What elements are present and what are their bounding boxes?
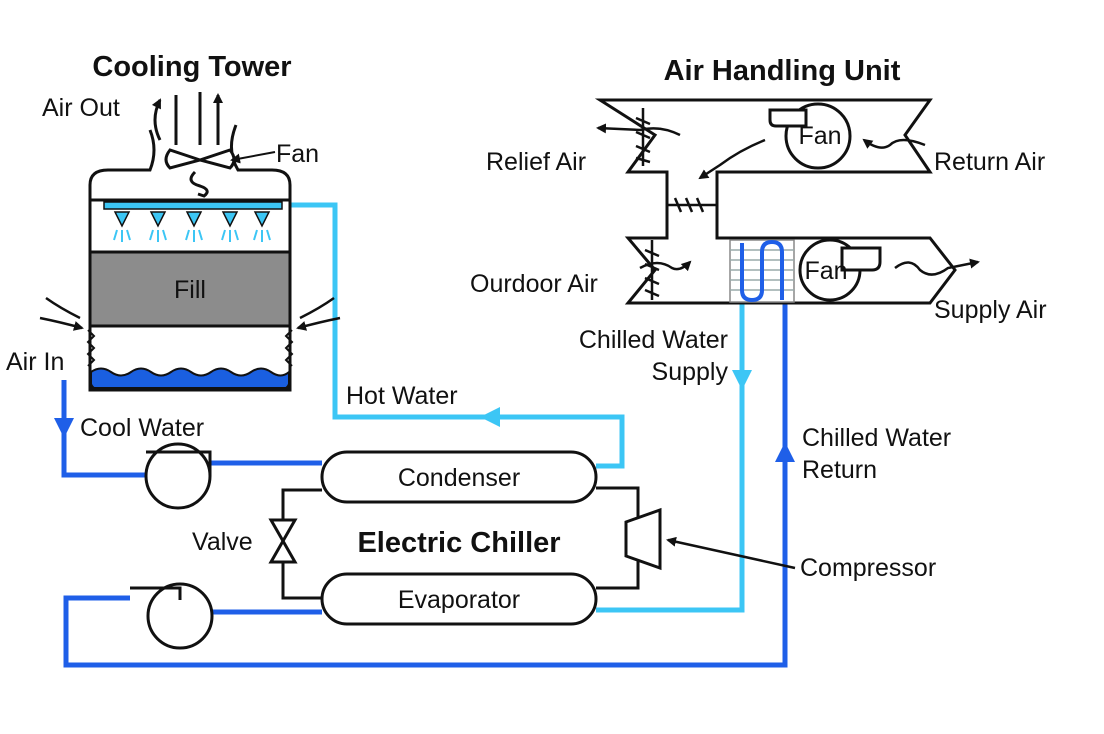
air-handling-unit: Fan Fan bbox=[594, 98, 980, 305]
mix-air-arrow bbox=[698, 138, 766, 180]
cool-water-arrow bbox=[54, 418, 74, 438]
top-fan-icon bbox=[768, 102, 852, 170]
tower-fan-label: Fan bbox=[276, 140, 319, 168]
bottom-fan-icon bbox=[798, 238, 882, 302]
bottom-fan-label: Fan bbox=[804, 257, 847, 285]
compressor-label: Compressor bbox=[800, 554, 936, 582]
chilled-supply-label-2: Supply bbox=[652, 358, 729, 386]
return-air-arrow bbox=[862, 138, 926, 149]
ahu-title: Air Handling Unit bbox=[664, 55, 901, 87]
condenser-pump-icon bbox=[144, 442, 212, 510]
louvers-left bbox=[86, 329, 96, 367]
spray-nozzles bbox=[113, 211, 271, 228]
relief-air-label: Relief Air bbox=[486, 148, 586, 176]
chilled-return-label-1: Chilled Water bbox=[802, 424, 951, 452]
condenser-shell bbox=[320, 450, 598, 504]
chilled-water-supply-arrow bbox=[732, 370, 752, 390]
compressor-icon bbox=[624, 507, 662, 571]
top-fan-label: Fan bbox=[798, 122, 841, 150]
evaporator-label: Evaporator bbox=[398, 586, 520, 614]
valve-label: Valve bbox=[192, 528, 253, 556]
spray-drops bbox=[113, 229, 271, 242]
outdoor-damper bbox=[644, 240, 660, 300]
return-air-label: Return Air bbox=[934, 148, 1045, 176]
condenser-label: Condenser bbox=[398, 464, 520, 492]
spray-header bbox=[103, 201, 283, 210]
basin-water bbox=[90, 367, 290, 389]
chiller-title: Electric Chiller bbox=[357, 527, 560, 559]
chilled-return-label-2: Return bbox=[802, 456, 877, 484]
fan-pointer bbox=[230, 151, 276, 164]
chilled-pump-icon bbox=[130, 582, 214, 650]
compressor-pointer bbox=[666, 536, 796, 570]
tower-fan-icon bbox=[164, 148, 236, 198]
relief-damper bbox=[635, 108, 651, 166]
chilled-coil bbox=[740, 239, 784, 303]
air-out-arrows bbox=[174, 92, 218, 145]
hot-water-pipe bbox=[278, 202, 625, 469]
air-in-arrows-right bbox=[298, 296, 341, 328]
valve-icon bbox=[268, 518, 298, 564]
cooling-tower: Fill bbox=[39, 92, 341, 392]
outdoor-air-arrow bbox=[639, 260, 692, 272]
fill-media bbox=[88, 250, 292, 328]
evaporator-shell bbox=[320, 572, 598, 626]
chilled-water-return-pipe bbox=[63, 243, 788, 668]
air-in-arrows-left bbox=[39, 296, 82, 328]
cool-water-label: Cool Water bbox=[80, 414, 204, 442]
hot-water-label: Hot Water bbox=[346, 382, 458, 410]
chilled-supply-label-1: Chilled Water bbox=[579, 326, 728, 354]
mixing-damper bbox=[667, 197, 717, 213]
supply-air-arrow bbox=[894, 258, 980, 276]
hot-water-arrow bbox=[480, 407, 500, 427]
tower-top-shell bbox=[88, 124, 292, 200]
air-out-curl bbox=[151, 98, 162, 141]
cooling-tower-title: Cooling Tower bbox=[92, 51, 291, 83]
supply-air-label: Supply Air bbox=[934, 296, 1047, 324]
air-in-label: Air In bbox=[6, 348, 64, 376]
air-out-label: Air Out bbox=[42, 94, 120, 122]
relief-air-arrow bbox=[596, 123, 681, 137]
outdoor-air-label: Ourdoor Air bbox=[470, 270, 598, 298]
cool-water-pipe bbox=[61, 380, 322, 478]
chilled-water-return-arrow bbox=[775, 442, 795, 462]
basin-outline bbox=[88, 360, 292, 392]
electric-chiller: Condenser Evaporator bbox=[268, 450, 796, 626]
louvers-right bbox=[284, 329, 294, 367]
chilled-water-supply-pipe bbox=[596, 243, 745, 613]
fill-label: Fill bbox=[174, 276, 206, 304]
